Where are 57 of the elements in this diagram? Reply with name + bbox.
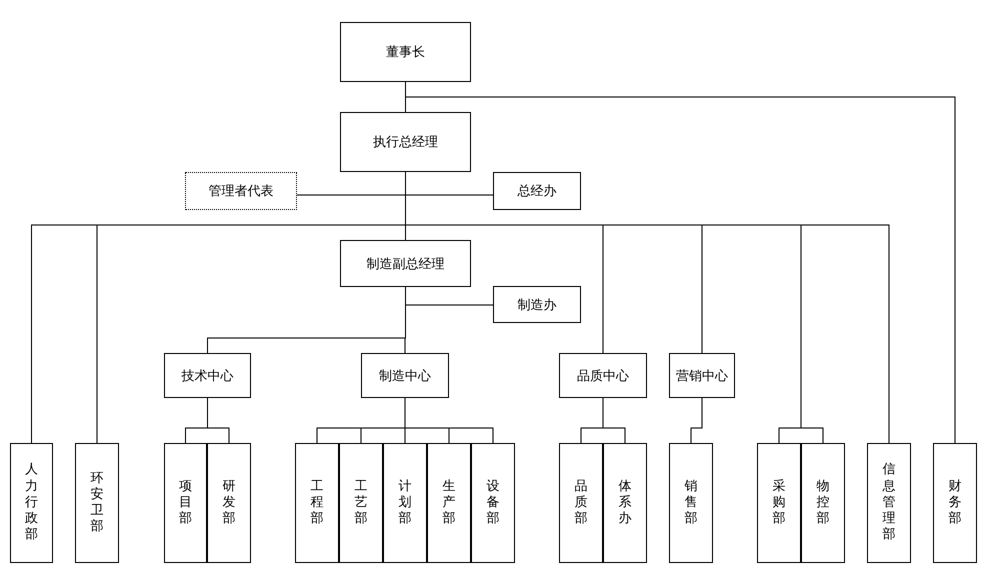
department-name: 工程部 bbox=[310, 478, 324, 528]
department-box bbox=[867, 443, 911, 563]
department-name: 人力行政部 bbox=[25, 462, 38, 544]
connector-line bbox=[602, 398, 626, 444]
department-box bbox=[493, 172, 581, 210]
department-name: 营销中心 bbox=[676, 368, 728, 384]
department-name: 品质中心 bbox=[577, 368, 629, 384]
department-box bbox=[164, 353, 251, 398]
department-box bbox=[427, 443, 471, 563]
department-name: 执行总经理 bbox=[373, 134, 438, 151]
department-name: 生产部 bbox=[442, 478, 456, 528]
department-name: 物控部 bbox=[816, 478, 830, 528]
department-name: 体系办 bbox=[618, 478, 632, 528]
department-box bbox=[559, 443, 603, 563]
department-name: 信息管理部 bbox=[882, 462, 896, 544]
department-name: 管理者代表 bbox=[208, 183, 274, 200]
department-box bbox=[471, 443, 515, 563]
department-name: 计划部 bbox=[398, 478, 412, 528]
department-name: 制造中心 bbox=[379, 368, 431, 384]
connector-line bbox=[207, 398, 230, 444]
department-box bbox=[340, 22, 471, 82]
department-box bbox=[669, 353, 735, 398]
department-box bbox=[757, 443, 801, 563]
department-box bbox=[164, 443, 207, 563]
department-name: 董事长 bbox=[386, 44, 425, 61]
dotted-role-box bbox=[185, 172, 297, 210]
department-name: 销售部 bbox=[684, 478, 698, 528]
department-box bbox=[801, 443, 845, 563]
department-box bbox=[207, 443, 251, 563]
department-box bbox=[669, 443, 713, 563]
department-name: 工艺部 bbox=[354, 478, 368, 528]
department-name: 项目部 bbox=[179, 478, 192, 528]
department-box bbox=[933, 443, 977, 563]
department-box bbox=[340, 112, 471, 172]
department-name: 环安卫部 bbox=[90, 470, 104, 536]
department-box bbox=[383, 443, 427, 563]
department-name: 设备部 bbox=[486, 478, 500, 528]
department-box bbox=[295, 443, 339, 563]
department-name: 采购部 bbox=[772, 478, 786, 528]
department-name: 研发部 bbox=[222, 478, 236, 528]
department-name: 品质部 bbox=[574, 478, 588, 528]
department-box bbox=[339, 443, 383, 563]
department-box bbox=[75, 443, 119, 563]
connector-line bbox=[404, 286, 406, 354]
department-name: 技术中心 bbox=[182, 368, 234, 384]
department-box bbox=[10, 443, 53, 563]
connector-line bbox=[690, 398, 702, 444]
department-box bbox=[340, 240, 471, 287]
department-box bbox=[559, 353, 647, 398]
department-box bbox=[603, 443, 647, 563]
department-box bbox=[361, 353, 449, 398]
department-name: 制造副总经理 bbox=[366, 256, 444, 272]
department-name: 制造办 bbox=[518, 296, 556, 314]
department-name: 总经办 bbox=[518, 183, 556, 200]
department-box bbox=[493, 286, 581, 323]
connector-line bbox=[404, 398, 494, 444]
department-name: 财务部 bbox=[948, 478, 962, 528]
